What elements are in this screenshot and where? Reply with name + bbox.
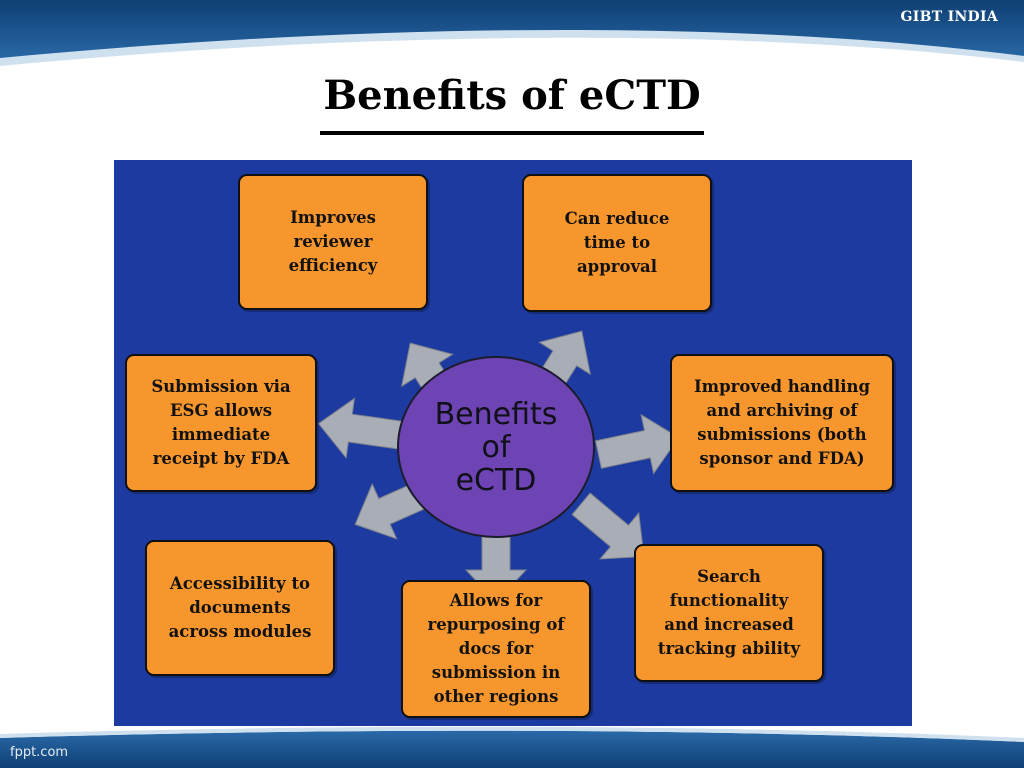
arrow-left: [317, 397, 403, 460]
benefit-box-reviewer-efficiency: Improves reviewer efficiency: [238, 174, 428, 310]
benefit-box-accessibility: Accessibility to documents across module…: [145, 540, 335, 676]
benefits-diagram: Benefits of eCTD Improves reviewer effic…: [114, 160, 912, 726]
benefit-box-time-to-approval: Can reduce time to approval: [522, 174, 712, 312]
benefit-box-esg-submission: Submission via ESG allows immediate rece…: [125, 354, 317, 492]
benefit-box-handling-archiving: Improved handling and archiving of submi…: [670, 354, 894, 492]
footer-band: [0, 730, 1024, 768]
benefit-box-repurposing-docs: Allows for repurposing of docs for submi…: [401, 580, 591, 718]
hub-circle: Benefits of eCTD: [397, 356, 595, 538]
arrow-down-right: [571, 492, 645, 560]
brand-label: GIBT INDIA: [900, 9, 998, 25]
arrow-right: [594, 413, 680, 475]
benefit-box-search-tracking: Search functionality and increased track…: [634, 544, 824, 682]
title-underline: [320, 131, 704, 135]
footer-watermark: fppt.com: [10, 745, 69, 760]
slide-title: Benefits of eCTD: [323, 72, 701, 119]
